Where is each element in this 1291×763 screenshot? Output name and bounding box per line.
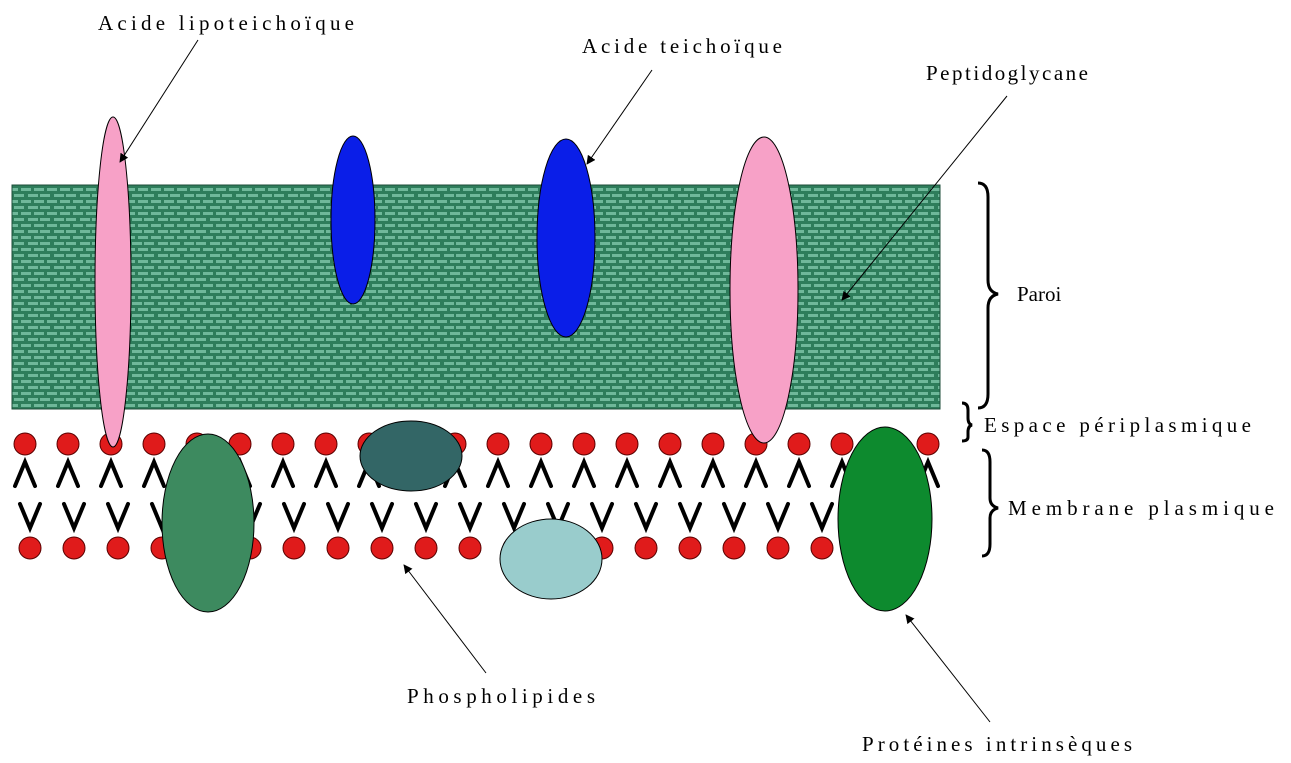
lipid-tail-upper (746, 462, 766, 486)
lipid-tail-upper (789, 462, 809, 486)
lipid-tail-lower (504, 504, 524, 528)
lipid-tail-upper (316, 462, 336, 486)
lipid-head-lower (723, 537, 745, 559)
lipid-head-lower (371, 537, 393, 559)
lipid-tail-upper (531, 462, 551, 486)
lipid-head-upper (702, 433, 724, 455)
lipid-head-lower (415, 537, 437, 559)
lipoteichoic-acid-molecule (95, 117, 131, 447)
peripheral-protein-top (360, 421, 462, 491)
lipid-head-lower (767, 537, 789, 559)
label-peptidoglycan: Peptidoglycane (926, 61, 1088, 85)
lipid-head-lower (459, 537, 481, 559)
lipid-tail-lower (108, 504, 128, 528)
wall-bracket (978, 183, 998, 408)
lipid-head-lower (327, 537, 349, 559)
label-teichoic-acid: Acide teichoïque (582, 34, 782, 58)
lipid-tail-upper (617, 462, 637, 486)
lipid-tail-upper (574, 462, 594, 486)
lipid-tail-upper (58, 462, 78, 486)
lipid-tail-lower (592, 504, 612, 528)
lipid-tail-lower (284, 504, 304, 528)
lipid-tail-lower (328, 504, 348, 528)
label-phospholipids: Phospholipides (407, 684, 595, 708)
periplasmic-bracket (962, 403, 972, 441)
lipid-tail-lower (768, 504, 788, 528)
lipid-head-upper (530, 433, 552, 455)
lipid-tail-upper (101, 462, 121, 486)
lipid-tail-lower (724, 504, 744, 528)
lipid-tail-lower (64, 504, 84, 528)
lipid-head-upper (143, 433, 165, 455)
intrinsic-protein-1 (162, 434, 254, 612)
lipid-head-upper (315, 433, 337, 455)
lipid-tail-lower (812, 504, 832, 528)
lipid-head-lower (107, 537, 129, 559)
lipid-head-upper (57, 433, 79, 455)
lipid-tail-upper (15, 462, 35, 486)
arrow-phospholipids (404, 565, 486, 673)
peptidoglycan-wall (12, 185, 940, 409)
label-intrinsic-proteins: Protéines intrinsèques (862, 732, 1132, 756)
membrane-bracket (982, 450, 998, 556)
lipoteichoic-acid-molecule-2 (730, 137, 798, 443)
lipid-head-upper (14, 433, 36, 455)
peripheral-protein-bottom (500, 519, 602, 599)
lipid-head-upper (573, 433, 595, 455)
lipid-head-lower (19, 537, 41, 559)
lipid-tail-lower (416, 504, 436, 528)
teichoic-acid-molecule-2 (537, 139, 595, 337)
lipid-head-upper (487, 433, 509, 455)
lipid-head-upper (659, 433, 681, 455)
phospholipid-bilayer (14, 433, 939, 559)
label-periplasmic-space: Espace périplasmique (984, 413, 1251, 437)
label-wall: Paroi (1017, 282, 1061, 306)
label-lipoteichoic-acid: Acide lipoteichoïque (98, 11, 354, 35)
lipid-head-upper (831, 433, 853, 455)
lipid-tail-lower (680, 504, 700, 528)
teichoic-acid-molecule-1 (331, 136, 375, 304)
lipid-tail-upper (273, 462, 293, 486)
lipid-tail-upper (703, 462, 723, 486)
arrow-teichoic (587, 70, 652, 164)
lipid-tail-lower (636, 504, 656, 528)
lipid-tail-lower (460, 504, 480, 528)
lipid-tail-upper (144, 462, 164, 486)
lipid-tail-lower (372, 504, 392, 528)
lipid-head-upper (272, 433, 294, 455)
lipid-tail-lower (20, 504, 40, 528)
lipid-tail-upper (488, 462, 508, 486)
lipid-head-upper (917, 433, 939, 455)
lipid-head-upper (616, 433, 638, 455)
lipid-tail-upper (660, 462, 680, 486)
lipid-head-lower (283, 537, 305, 559)
lipid-head-upper (788, 433, 810, 455)
lipid-head-lower (63, 537, 85, 559)
lipid-head-lower (679, 537, 701, 559)
label-plasma-membrane: Membrane plasmique (1008, 496, 1274, 520)
arrow-lipoteichoic (120, 40, 198, 162)
lipid-head-lower (635, 537, 657, 559)
lipid-head-lower (811, 537, 833, 559)
intrinsic-protein-2 (838, 427, 932, 611)
arrow-proteins (906, 615, 990, 722)
